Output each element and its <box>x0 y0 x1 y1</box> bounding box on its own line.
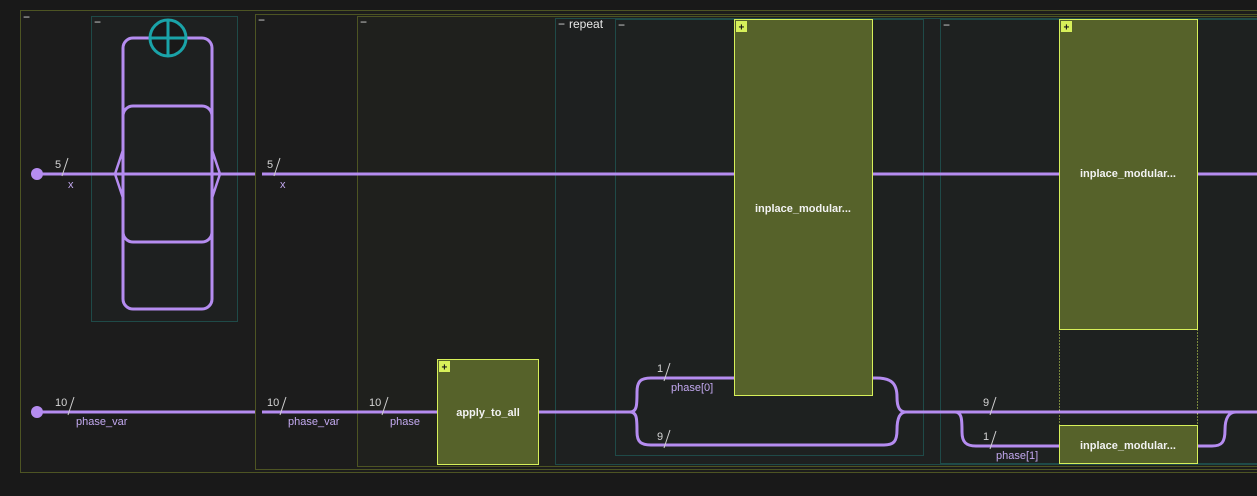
svg-text:1: 1 <box>657 363 663 375</box>
gate-apply-to-all-expand-icon[interactable]: + <box>442 363 448 374</box>
gate-inplace-1-expand-icon[interactable]: + <box>739 23 745 34</box>
xor-block-collapse-toggle[interactable]: − <box>94 15 101 29</box>
svg-text:10: 10 <box>55 397 67 409</box>
wire-annotation-phase0: 1 phase[0] <box>657 362 713 394</box>
repeat-label: repeat <box>569 17 604 31</box>
svg-text:10: 10 <box>369 397 381 409</box>
function-collapse-toggle[interactable]: − <box>258 13 265 27</box>
wire-annotation-rest-1: 9 <box>657 429 671 449</box>
gate-inplace-modular-2[interactable]: + inplace_modular... <box>1059 19 1198 330</box>
gate-inplace-1-expand <box>736 21 747 32</box>
xor-icon <box>148 18 188 58</box>
outer-collapse-toggle[interactable]: − <box>23 10 30 24</box>
svg-text:phase_var: phase_var <box>76 416 128 428</box>
gate-inplace-3-label: inplace_modular... <box>1080 440 1176 452</box>
iteration-1-collapse-toggle[interactable]: − <box>618 18 625 32</box>
xor-brace-marks <box>113 149 222 199</box>
inner-function-collapse-toggle[interactable]: − <box>360 15 367 29</box>
svg-text:phase: phase <box>390 416 420 428</box>
wire-annotation-phase: 10 phase <box>369 396 420 428</box>
svg-text:5: 5 <box>55 159 61 171</box>
wire-x-start-node <box>31 168 43 180</box>
gate-inplace-1-label: inplace_modular... <box>755 203 851 215</box>
wire-annotation-phase-var-1: 10 phase_var <box>55 396 128 428</box>
svg-text:x: x <box>68 179 74 191</box>
wire-annotation-phase1: 1 phase[1] <box>983 430 1038 462</box>
svg-text:9: 9 <box>657 431 663 443</box>
wire-annotation-phase-var-2: 10 phase_var <box>267 396 340 428</box>
gate-inplace-2-expand <box>1061 21 1072 32</box>
svg-text:x: x <box>280 179 286 191</box>
svg-text:phase[1]: phase[1] <box>996 450 1038 462</box>
svg-text:9: 9 <box>983 397 989 409</box>
gate-inplace-modular-3[interactable]: inplace_modular... <box>1059 425 1198 464</box>
gate-apply-to-all-label: apply_to_all <box>456 407 520 419</box>
svg-text:5: 5 <box>267 159 273 171</box>
iteration-2-collapse-toggle[interactable]: − <box>943 18 950 32</box>
svg-text:phase_var: phase_var <box>288 416 340 428</box>
svg-text:1: 1 <box>983 431 989 443</box>
gate-inplace-2-expand-icon[interactable]: + <box>1064 23 1070 34</box>
gate-apply-to-all[interactable]: + apply_to_all <box>437 359 539 465</box>
gate-inplace-2-label: inplace_modular... <box>1080 168 1176 180</box>
gate-inplace-modular-1[interactable]: + inplace_modular... <box>734 19 873 396</box>
wire-annotation-x-2: 5 x <box>267 157 286 191</box>
wire-phase-start-node <box>31 406 43 418</box>
wire-annotation-rest-2: 9 <box>983 396 997 416</box>
gate-apply-to-all-expand <box>439 361 450 372</box>
xor-target-group <box>118 36 214 311</box>
svg-text:phase[0]: phase[0] <box>671 382 713 394</box>
xor-block-frame <box>91 16 238 322</box>
svg-text:10: 10 <box>267 397 279 409</box>
repeat-collapse-toggle[interactable]: − <box>558 17 565 31</box>
wire-annotation-x-1: 5 x <box>55 157 74 191</box>
